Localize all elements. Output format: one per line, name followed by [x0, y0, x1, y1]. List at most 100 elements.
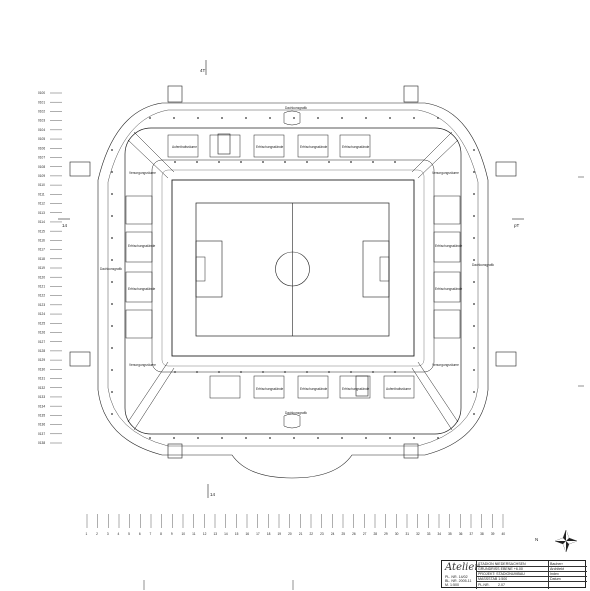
row-axis-label: 0134: [38, 404, 45, 408]
row-axis-label: 0106: [38, 146, 45, 150]
left-note: PL. NR. 14/02: [445, 575, 468, 579]
north-room-label: Erfrischungsstände: [300, 145, 328, 149]
row-axis-label: 0102: [38, 110, 45, 114]
structural-column: [240, 371, 242, 373]
column-axis-label: 11: [192, 532, 196, 536]
row-axis-label: 0138: [38, 441, 45, 445]
south-room-label: Aufenthaltsräume: [386, 387, 411, 391]
row-axis-label: 0100: [38, 91, 45, 95]
structural-column: [173, 437, 175, 439]
column-axis-label: 29: [384, 532, 388, 536]
column-axis-label: 22: [310, 532, 314, 536]
structural-column: [111, 413, 113, 415]
structural-column: [111, 193, 113, 195]
column-axis-label: 10: [182, 532, 186, 536]
column-axis-label: 1: [86, 532, 88, 536]
title-row: MASSSTAB 1:500: [478, 577, 508, 581]
column-axis-label: 38: [480, 532, 484, 536]
row-axis-scale: 0100010101020103010401050106010701080109…: [38, 91, 62, 445]
section-mark-bottom: 14: [210, 492, 216, 497]
drawing-title-block: Atelier PL. NR. 14/02 BL. NR. 2005-11 M.…: [441, 560, 587, 589]
structural-column: [245, 437, 247, 439]
structural-column: [111, 237, 113, 239]
column-axis-label: 18: [267, 532, 271, 536]
structural-column: [372, 371, 374, 373]
column-axis-label: 27: [363, 532, 367, 536]
structural-column: [473, 347, 475, 349]
stand-outer-boundary: [124, 127, 462, 435]
atelier-logo: Atelier: [445, 562, 480, 573]
east-concourse-label: Dachkonsgrafik: [472, 263, 494, 267]
west-room-label: Versorgungsräume: [129, 171, 156, 175]
structural-column: [245, 117, 247, 119]
right-cell: Architekt: [550, 567, 564, 571]
left-note: BL. NR. 2005-11: [445, 579, 472, 583]
seating-bowl-outer: [151, 159, 435, 373]
column-axis-label: 15: [235, 532, 239, 536]
north-entrance-drum: [283, 110, 301, 126]
column-axis-label: 32: [416, 532, 420, 536]
column-axis-label: 7: [150, 532, 152, 536]
structural-column: [473, 171, 475, 173]
west-goal-area: [195, 256, 206, 282]
structural-column: [111, 325, 113, 327]
column-axis-label: 39: [491, 532, 495, 536]
structural-column: [473, 193, 475, 195]
structural-column: [262, 161, 264, 163]
column-axis-label: 33: [427, 532, 431, 536]
structural-column: [341, 117, 343, 119]
structural-column: [149, 437, 151, 439]
column-axis-label: 16: [246, 532, 250, 536]
structural-column: [473, 325, 475, 327]
east-penalty-area: [362, 240, 390, 298]
right-cell: Index: [550, 572, 559, 576]
row-axis-label: 0122: [38, 294, 45, 298]
north-concourse-label: Dachkonsgrafik: [285, 106, 307, 110]
structural-column: [111, 391, 113, 393]
row-axis-label: 0136: [38, 423, 45, 427]
column-axis-label: 4: [118, 532, 120, 536]
structural-column: [111, 215, 113, 217]
section-mark-left: 14: [62, 223, 68, 228]
right-cell: Datum: [550, 577, 561, 581]
structural-column: [365, 437, 367, 439]
row-axis-label: 0133: [38, 395, 45, 399]
structural-column: [437, 437, 439, 439]
structural-column: [473, 391, 475, 393]
north-room-blocks: [167, 134, 371, 158]
row-axis-label: 0112: [38, 202, 45, 206]
structural-column: [473, 303, 475, 305]
structural-column: [328, 371, 330, 373]
structural-column: [111, 281, 113, 283]
structural-column: [350, 371, 352, 373]
structural-column: [328, 161, 330, 163]
column-axis-label: 24: [331, 532, 335, 536]
west-room-label: Erfrischungsstände: [128, 287, 156, 291]
east-room-label: Erfrischungsstände: [435, 244, 463, 248]
column-axis-label: 28: [374, 532, 378, 536]
section-mark-right: pT: [514, 223, 520, 228]
row-axis-label: 0121: [38, 285, 45, 289]
structural-column: [111, 347, 113, 349]
row-axis-label: 0117: [38, 248, 45, 252]
column-axis-label: 9: [171, 532, 173, 536]
structural-column: [473, 237, 475, 239]
column-axis-label: 6: [139, 532, 141, 536]
row-axis-label: 0110: [38, 183, 45, 187]
structural-column: [284, 371, 286, 373]
structural-column: [341, 437, 343, 439]
column-axis-label: 3: [107, 532, 109, 536]
row-axis-label: 0108: [38, 165, 45, 169]
column-axis-label: 8: [160, 532, 162, 536]
structural-columns: [111, 117, 475, 439]
structural-column: [173, 117, 175, 119]
structural-column: [306, 161, 308, 163]
section-mark-top: 4T: [200, 68, 206, 73]
column-axis-label: 14: [224, 532, 228, 536]
corner-ramps: [127, 131, 459, 431]
stair-cores: [69, 85, 517, 459]
row-axis-label: 0125: [38, 321, 45, 325]
column-axis-label: 34: [438, 532, 442, 536]
column-axis-label: 31: [406, 532, 410, 536]
north-room-label: Erfrischungsstände: [342, 145, 370, 149]
